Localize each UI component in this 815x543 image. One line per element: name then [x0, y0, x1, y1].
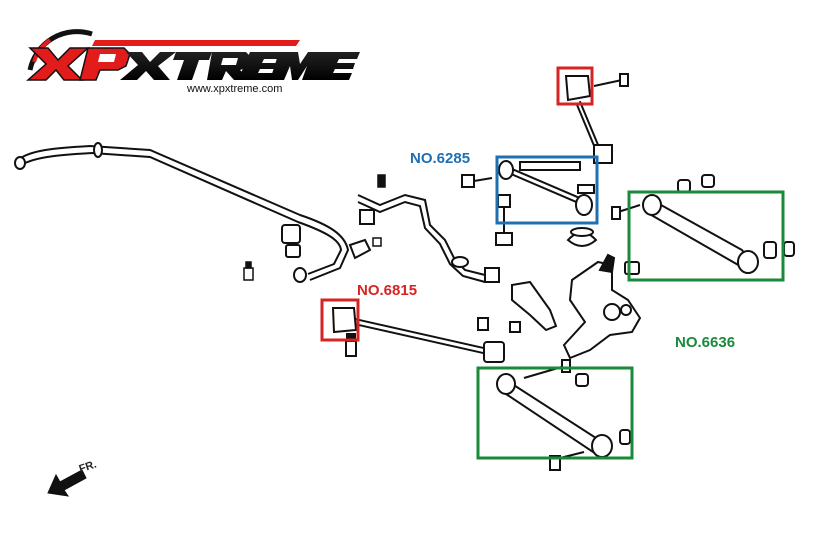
highlight-box-top-link — [556, 66, 594, 106]
trailing-bracket — [477, 280, 558, 333]
label-no-6636: NO.6636 — [675, 334, 736, 351]
upper-vertical-link — [564, 73, 629, 247]
highlight-box-6815 — [320, 298, 360, 342]
upper-link-6285 — [461, 160, 595, 246]
label-no-6815: NO.6815 — [357, 282, 418, 299]
fasteners-left — [243, 174, 386, 281]
brake-line — [357, 193, 500, 283]
highlight-box-6636-right — [627, 190, 785, 282]
front-arrow-icon — [47, 469, 87, 497]
website-url[interactable]: www.xpxtreme.com — [187, 83, 283, 95]
toe-link-6815 — [331, 307, 505, 363]
lower-arm-6636-bottom — [496, 359, 631, 471]
highlight-box-6285 — [495, 155, 599, 225]
highlight-box-6636-bottom — [476, 366, 634, 460]
label-no-6285: NO.6285 — [410, 150, 471, 167]
stabilizer-bar — [14, 142, 372, 283]
brand-logo — [26, 29, 360, 81]
lower-arm-6636-right — [611, 174, 795, 275]
knuckle-assembly — [562, 253, 642, 360]
